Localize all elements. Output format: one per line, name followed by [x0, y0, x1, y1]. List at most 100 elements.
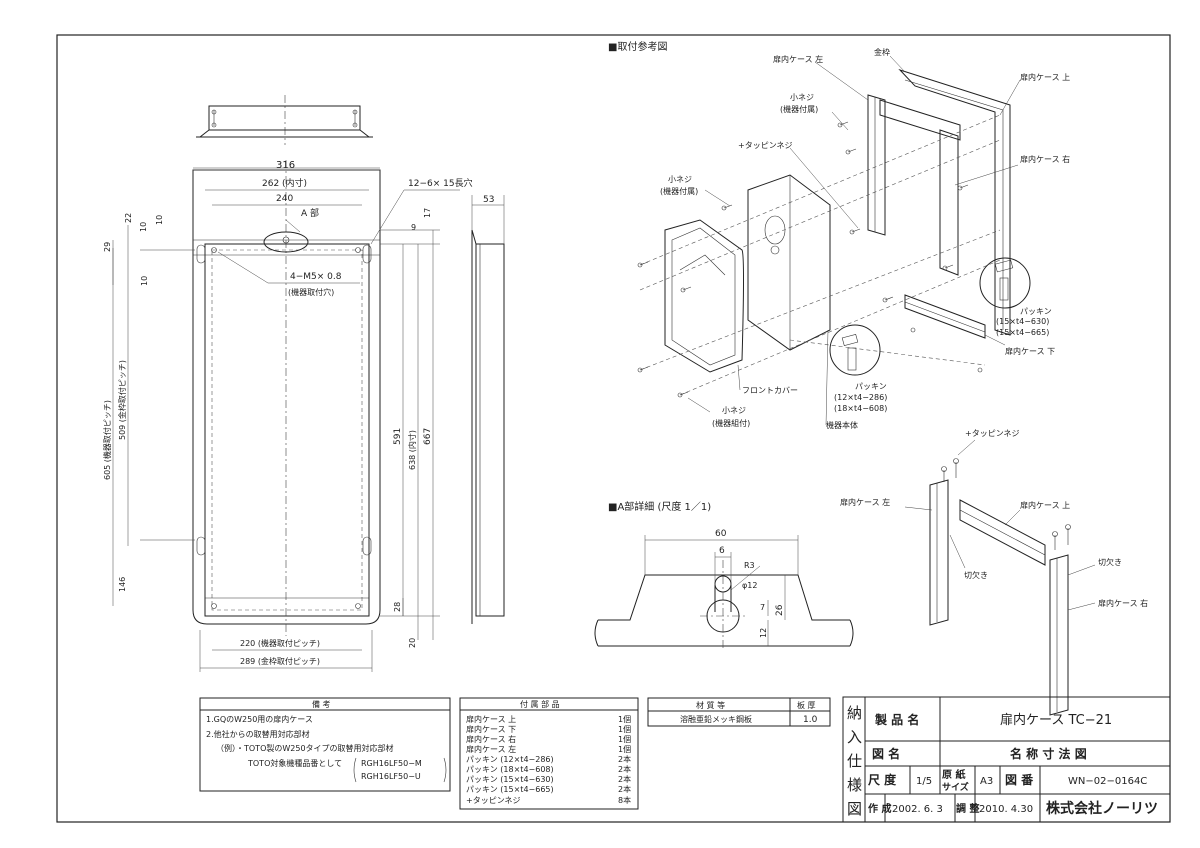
label-packing1: パッキン — [1020, 307, 1052, 316]
label-packing1-b: (15×t4−665) — [996, 328, 1049, 337]
dim-10b: 10 — [155, 215, 164, 225]
paper-size-label-2: サイズ — [942, 781, 969, 793]
title-side-char: 様 — [847, 776, 862, 794]
drawing-name-label: 図 名 — [872, 746, 900, 761]
drawing-name-value: 名 称 寸 法 図 — [1010, 746, 1087, 761]
accessory-qty: 2本 — [618, 754, 631, 764]
product-name-value: 扉内ケース TC−21 — [1000, 712, 1112, 728]
corner-drawing — [904, 439, 1096, 716]
dim-17: 17 — [423, 208, 432, 218]
top-view — [196, 95, 373, 145]
label-case-bottom: 扉内ケース 下 — [1005, 346, 1055, 356]
dim-262: 262 (内寸) — [262, 177, 307, 189]
front-dims — [112, 167, 460, 672]
dim-9: 9 — [411, 223, 416, 232]
slot-holes — [196, 244, 372, 609]
label-screw-small-sub: (機器付属) — [780, 104, 818, 114]
thickness-value: 1.0 — [803, 715, 818, 725]
corner-tapping: +タッピンネジ — [965, 429, 1020, 438]
label-screw-small2-sub: (機器付属) — [660, 186, 698, 196]
corner-notch-1: 切欠き — [964, 570, 988, 580]
material-value: 溶融亜鉛メッキ鋼板 — [680, 714, 752, 724]
label-frame: 金枠 — [874, 47, 890, 57]
created-label: 作 成 — [868, 802, 891, 815]
dim-509: 509 (金枠取付ピッチ) — [117, 360, 127, 440]
accessory-name: パッキン (15×t4−665) — [466, 785, 554, 794]
dim-289: 289 (金枠取付ピッチ) — [240, 656, 320, 666]
remarks-line-2: 2.他社からの取替用対応部材 — [206, 729, 310, 739]
paper-size-label-1: 原 紙 — [942, 768, 965, 781]
adjusted-value: 2010. 4.30 — [979, 804, 1033, 815]
label-screw-small2: 小ネジ — [668, 175, 692, 184]
title-side-char: 図 — [847, 800, 862, 818]
accessory-qty: 8本 — [618, 795, 631, 805]
dim-146: 146 — [118, 577, 127, 592]
note-m5-sub: (機器取付穴) — [288, 287, 334, 297]
dim-20: 20 — [408, 638, 417, 648]
accessory-name: 扉内ケース 左 — [466, 744, 516, 754]
label-packing2-a: (12×t4−286) — [834, 393, 887, 402]
dim-220: 220 (機器取付ピッチ) — [240, 638, 320, 648]
label-case-top: 扉内ケース 上 — [1020, 72, 1070, 82]
label-screw-small3-sub: (機器組付) — [712, 418, 750, 428]
remarks-line-1: 1.GQのW250用の扉内ケース — [206, 714, 313, 724]
accessory-name: 扉内ケース 右 — [466, 734, 516, 744]
company-name: 株式会社ノーリツ — [1046, 800, 1158, 817]
title-side-char: 仕 — [847, 752, 862, 770]
label-screw-small: 小ネジ — [790, 93, 814, 102]
corner-case-left: 扉内ケース 左 — [840, 497, 890, 507]
accessory-name: +タッピンネジ — [466, 796, 521, 805]
dim-316: 316 — [276, 160, 295, 171]
material-header: 材 質 等 — [696, 700, 725, 710]
label-case-left: 扉内ケース 左 — [773, 54, 823, 64]
dim-6: 6 — [719, 546, 725, 556]
label-packing2: パッキン — [855, 382, 887, 391]
accessory-qty: 2本 — [618, 774, 631, 784]
note-m5: 4−M5× 0.8 — [290, 272, 342, 282]
label-front-cover: フロントカバー — [742, 386, 798, 395]
product-name-label: 製 品 名 — [874, 712, 919, 727]
accessory-name: パッキン (15×t4−630) — [466, 775, 554, 784]
dim-22: 22 — [124, 213, 133, 223]
title-side-char: 納 — [847, 704, 862, 722]
dim-667: 667 — [423, 428, 433, 445]
corner-case-right: 扉内ケース 右 — [1098, 598, 1148, 608]
corner-case-top: 扉内ケース 上 — [1020, 500, 1070, 510]
accessories-header: 付 属 部 品 — [520, 699, 560, 709]
dim-240: 240 — [276, 194, 293, 204]
dim-53: 53 — [483, 195, 494, 205]
corner-notch-2: 切欠き — [1098, 557, 1122, 567]
label-case-right: 扉内ケース 右 — [1020, 154, 1070, 164]
accessory-qty: 2本 — [618, 764, 631, 774]
label-packing1-a: (15×t4−630) — [996, 317, 1049, 326]
dim-60: 60 — [715, 529, 727, 539]
dim-26: 26 — [775, 604, 785, 616]
install-labels: 扉内ケース 左 金枠 扉内ケース 上 小ネジ (機器付属) +タッピンネジ 小ネ… — [660, 47, 1070, 430]
label-screw-small3: 小ネジ — [722, 406, 746, 415]
dim-10c: 10 — [140, 276, 149, 286]
created-value: 2002. 6. 3 — [892, 804, 943, 815]
install-drawing — [637, 55, 1031, 426]
title-side-char: 入 — [847, 728, 862, 746]
remarks-line-4: TOTO対象機種品番として — [247, 758, 342, 768]
dim-12: 12 — [759, 628, 768, 638]
label-packing2-b: (18×t4−608) — [834, 404, 887, 413]
remarks-header: 備 考 — [312, 699, 331, 709]
accessory-name: パッキン (18×t4−608) — [466, 765, 554, 774]
remarks-table — [199, 697, 451, 792]
accessory-name: パッキン (12×t4−286) — [466, 755, 554, 764]
label-body: 機器本体 — [826, 420, 858, 430]
dim-7: 7 — [760, 603, 765, 612]
label-tapping: +タッピンネジ — [738, 141, 793, 150]
side-view — [471, 195, 505, 624]
remarks-model-2: RGH16LF50−U — [361, 772, 421, 781]
dim-605: 605 (機器取付ピッチ) — [102, 400, 112, 480]
paper-size-value: A3 — [980, 776, 993, 787]
accessory-qty: 1個 — [618, 734, 631, 744]
dim-591: 591 — [393, 428, 403, 445]
accessory-qty: 1個 — [618, 724, 631, 734]
title-block — [842, 696, 1171, 823]
accessory-name: 扉内ケース 上 — [466, 714, 516, 724]
thickness-header: 板 厚 — [797, 700, 816, 710]
